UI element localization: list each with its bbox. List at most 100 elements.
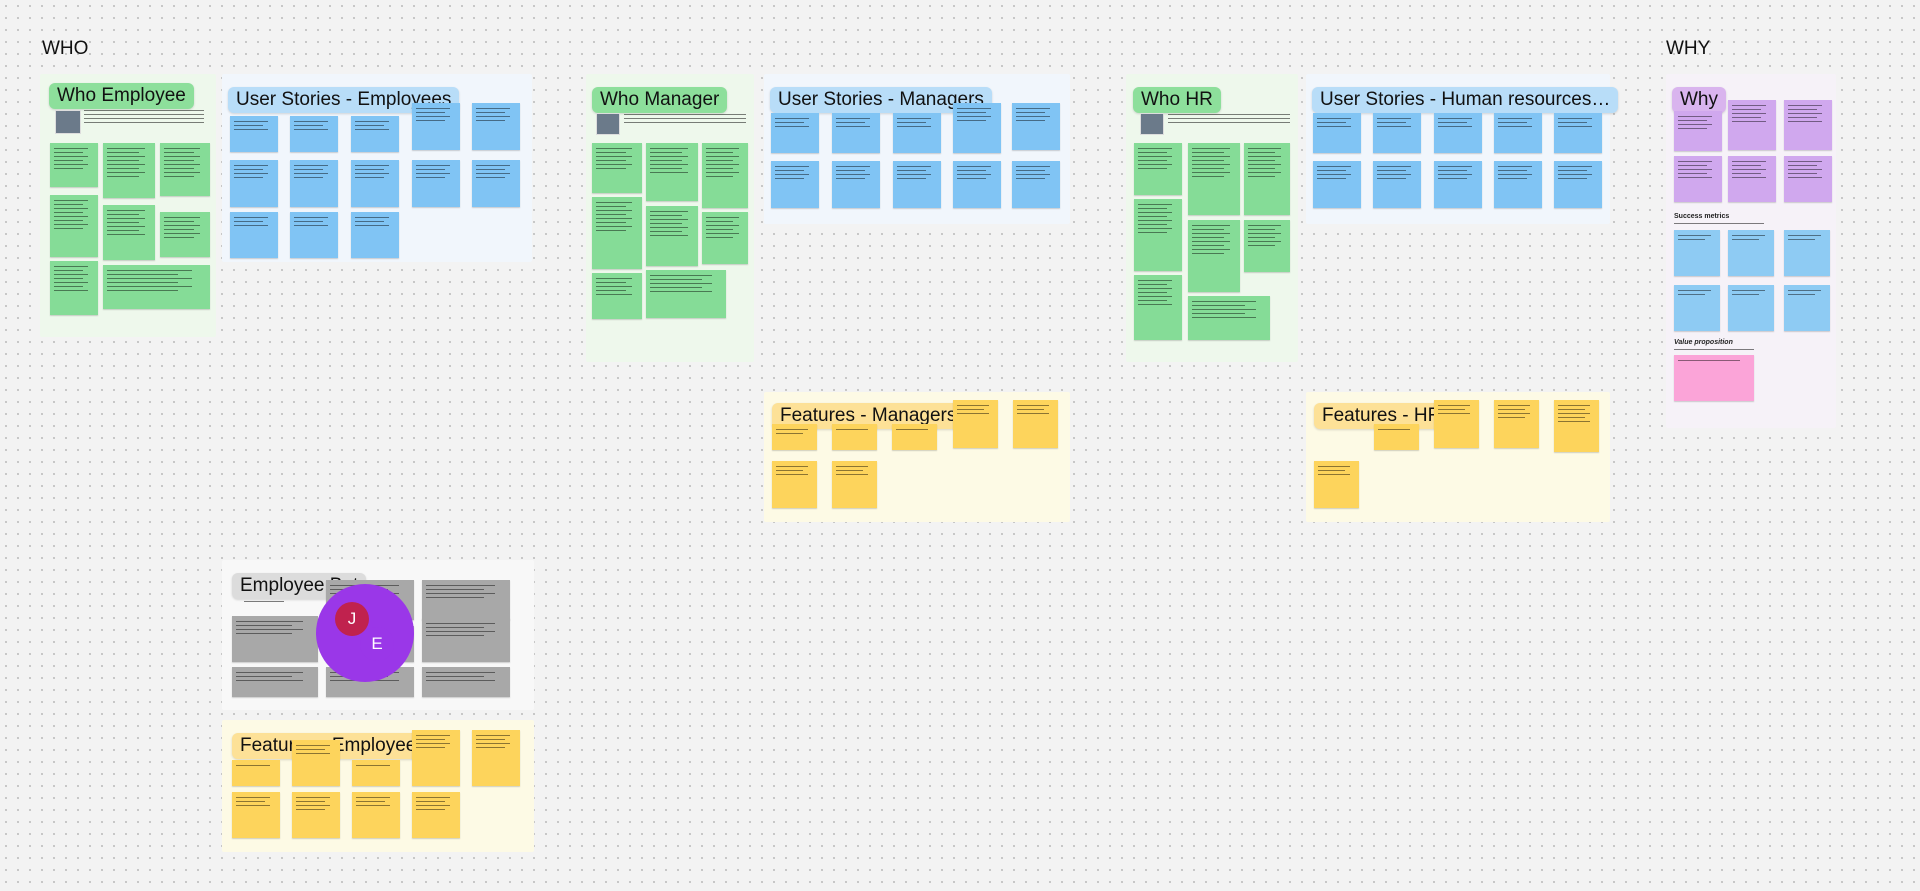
story-card[interactable] [351,116,399,152]
feature-card[interactable] [232,792,280,838]
feature-card[interactable] [292,792,340,838]
feature-card[interactable] [1554,400,1599,452]
manager-card[interactable] [646,206,698,266]
why-card[interactable] [1784,100,1832,150]
feature-card[interactable] [352,760,400,786]
story-card[interactable] [1313,161,1361,208]
story-card[interactable] [953,161,1001,208]
hr-card[interactable] [1244,220,1290,272]
employee-flow-diagram[interactable] [220,268,580,498]
story-card[interactable] [771,161,819,208]
value-proposition-card[interactable] [1674,355,1754,401]
employee-card[interactable] [103,143,155,198]
story-card[interactable] [230,160,278,207]
story-card[interactable] [1012,103,1060,150]
story-card[interactable] [230,212,278,258]
story-card[interactable] [1313,113,1361,153]
story-card[interactable] [1373,161,1421,208]
story-card[interactable] [893,161,941,208]
bot-card[interactable] [422,580,510,620]
feature-card[interactable] [1374,424,1419,450]
metric-card[interactable] [1674,230,1720,276]
collaborator-avatar-j[interactable]: J [335,602,369,636]
story-card[interactable] [472,103,520,150]
employee-card[interactable] [160,143,210,196]
why-card[interactable] [1674,111,1722,151]
why-title[interactable]: Why [1672,87,1726,113]
story-card[interactable] [230,116,278,152]
manager-card[interactable] [646,270,726,318]
feature-card[interactable] [292,740,340,786]
story-card[interactable] [351,160,399,207]
story-card[interactable] [832,113,880,153]
story-card[interactable] [1554,161,1602,208]
feature-card[interactable] [352,792,400,838]
manager-card[interactable] [592,273,642,319]
feature-card[interactable] [1494,400,1539,448]
hr-card[interactable] [1188,143,1240,215]
story-card[interactable] [412,103,460,150]
story-card[interactable] [832,161,880,208]
hr-card[interactable] [1134,199,1182,271]
story-card[interactable] [893,113,941,153]
story-card[interactable] [472,160,520,207]
manager-card[interactable] [592,197,642,269]
metric-card[interactable] [1784,230,1830,276]
manager-card[interactable] [646,143,698,201]
who-hr-title[interactable]: Who HR [1133,87,1221,113]
feature-card[interactable] [832,424,877,450]
story-card[interactable] [1434,113,1482,153]
feature-card[interactable] [772,461,817,508]
metric-card[interactable] [1728,285,1774,331]
employee-card[interactable] [103,205,155,260]
bot-card[interactable] [422,618,510,662]
employee-card[interactable] [50,261,98,315]
hr-card[interactable] [1244,143,1290,215]
feature-card[interactable] [953,400,998,448]
collaborator-avatar-e[interactable]: E [360,627,394,661]
hr-card[interactable] [1134,275,1182,340]
user-stories-hr-title[interactable]: User Stories - Human resources… [1312,87,1619,113]
story-card[interactable] [351,212,399,258]
story-card[interactable] [1373,113,1421,153]
bot-card[interactable] [232,616,318,662]
feature-card[interactable] [772,424,817,450]
hr-card[interactable] [1134,143,1182,195]
employee-card[interactable] [50,143,98,187]
story-card[interactable] [290,212,338,258]
feature-card[interactable] [412,730,460,786]
feature-card[interactable] [1013,400,1058,448]
why-card[interactable] [1784,156,1832,202]
story-card[interactable] [290,116,338,152]
metric-card[interactable] [1784,285,1830,331]
feature-card[interactable] [232,760,280,786]
story-card[interactable] [412,160,460,207]
feature-card[interactable] [472,730,520,786]
employee-card[interactable] [50,195,98,257]
feature-card[interactable] [1434,400,1479,448]
who-employee-title[interactable]: Who Employee [49,83,194,109]
metric-card[interactable] [1728,230,1774,276]
manager-card[interactable] [702,143,748,208]
story-card[interactable] [1434,161,1482,208]
feature-card[interactable] [832,461,877,508]
story-card[interactable] [953,103,1001,153]
employee-card[interactable] [160,212,210,257]
feature-card[interactable] [892,424,937,450]
story-card[interactable] [1012,161,1060,208]
story-card[interactable] [1494,161,1542,208]
bot-card[interactable] [422,667,510,697]
employee-card[interactable] [103,265,210,309]
story-card[interactable] [1554,113,1602,153]
story-card[interactable] [290,160,338,207]
story-card[interactable] [771,113,819,153]
why-card[interactable] [1728,156,1776,202]
why-card[interactable] [1728,100,1776,150]
manager-card[interactable] [592,143,642,193]
feature-card[interactable] [412,792,460,838]
metric-card[interactable] [1674,285,1720,331]
feature-card[interactable] [1314,461,1359,508]
hr-card[interactable] [1188,296,1270,340]
who-manager-title[interactable]: Who Manager [592,87,728,113]
bot-card[interactable] [232,667,318,697]
